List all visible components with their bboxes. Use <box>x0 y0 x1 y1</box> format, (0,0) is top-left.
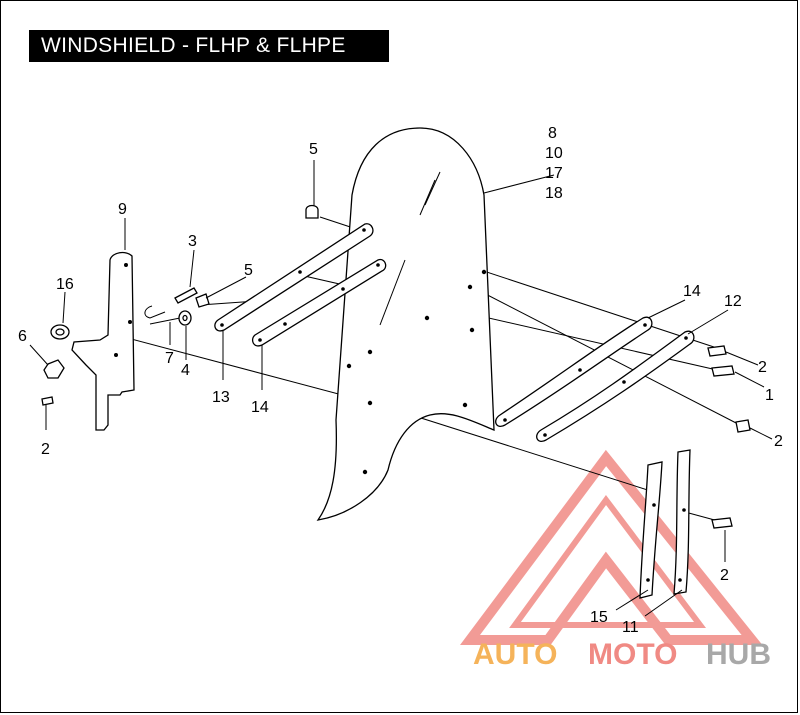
right-strip-14 <box>495 316 653 427</box>
callout-11: 11 <box>622 619 639 636</box>
callout-15: 15 <box>590 609 608 626</box>
leader-lines <box>29 160 773 617</box>
clip-7 <box>144 305 166 319</box>
bolt-1 <box>711 365 735 377</box>
stud-3 <box>174 287 198 304</box>
watermark-hub: HUB <box>706 638 771 671</box>
windshield <box>316 127 495 521</box>
watermark-triangle-icon <box>460 449 763 645</box>
callout-8: 8 <box>548 125 557 142</box>
callout-labels: 8 10 17 18 5 9 3 5 16 6 7 4 2 13 14 14 1… <box>18 125 783 636</box>
screw-2-mid-right <box>735 419 751 433</box>
callout-14-left: 14 <box>251 399 269 416</box>
callout-16: 16 <box>56 276 74 293</box>
lower-strip-11 <box>673 449 691 595</box>
watermark-logo <box>460 449 763 645</box>
callout-5-top: 5 <box>309 141 318 158</box>
callout-2-upper-right: 2 <box>758 359 767 376</box>
callout-10: 10 <box>545 145 563 162</box>
lower-strip-15 <box>639 461 663 599</box>
callout-3: 3 <box>188 233 197 250</box>
callout-2-left: 2 <box>41 441 50 458</box>
left-strip-13 <box>214 223 374 332</box>
callout-6: 6 <box>18 328 27 345</box>
acorn-nut-5-top <box>305 204 319 219</box>
screw-2-lower-right <box>711 517 733 529</box>
watermark-moto: MOTO <box>588 638 677 671</box>
callout-17: 17 <box>545 165 563 182</box>
left-strip-14 <box>251 258 387 347</box>
screw-2-left <box>41 396 54 406</box>
callout-9: 9 <box>118 201 127 218</box>
acorn-nut-6 <box>43 359 65 379</box>
callout-2-mid-right: 2 <box>774 433 783 450</box>
callout-18: 18 <box>545 185 563 202</box>
right-strip-12 <box>536 330 695 442</box>
callout-2-lower-right: 2 <box>720 567 729 584</box>
page-title: WINDSHIELD - FLHP & FLHPE <box>29 30 389 62</box>
callout-14-right: 14 <box>683 283 701 300</box>
callout-1: 1 <box>765 387 774 404</box>
callout-5-small: 5 <box>244 262 253 279</box>
mount-bracket-9 <box>71 251 135 431</box>
callout-12: 12 <box>724 293 742 310</box>
callout-4: 4 <box>181 362 190 379</box>
hardware <box>41 204 751 529</box>
watermark-auto: AUTO <box>473 638 557 671</box>
callout-7: 7 <box>165 350 174 367</box>
watermark-text: AUTO MOTO HUB <box>473 638 771 671</box>
acorn-nut-5-small <box>195 293 210 308</box>
callout-13: 13 <box>212 389 230 406</box>
screw-2-upper-right <box>707 345 727 357</box>
